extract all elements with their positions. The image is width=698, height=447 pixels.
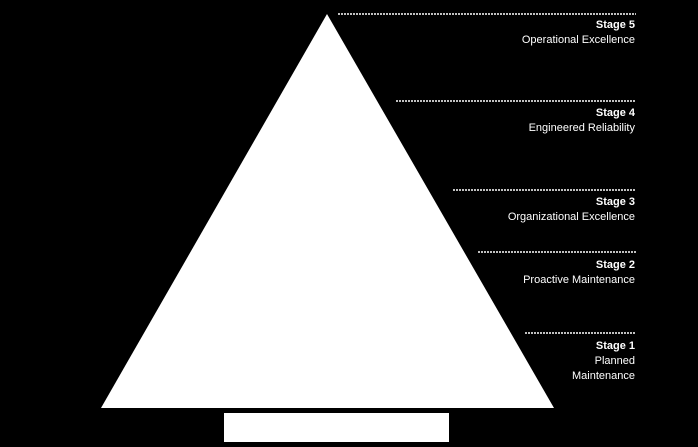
stage-2-name: Proactive Maintenance — [523, 274, 635, 286]
stage-1-name: Planned Maintenance — [572, 355, 635, 382]
stage-3-number: Stage 3 — [595, 196, 635, 208]
stage-2-label: Stage 2 Proactive Maintenance — [523, 258, 635, 288]
stage-3-name: Organizational Excellence — [507, 211, 635, 223]
stage-3-label: Stage 3 Organizational Excellence — [508, 195, 635, 225]
stage-1-label: Stage 1 Planned Maintenance — [572, 339, 635, 384]
pyramid-base-bar — [224, 413, 449, 442]
stage-5-label: Stage 5 Operational Excellence — [522, 18, 635, 48]
stage-5-name: Operational Excellence — [521, 34, 635, 46]
stage-1-number: Stage 1 — [595, 340, 635, 352]
stage-4-name: Engineered Reliability — [528, 122, 635, 134]
stage-4-number: Stage 4 — [595, 107, 635, 119]
pyramid-shape — [101, 14, 554, 408]
stage-4-label: Stage 4 Engineered Reliability — [529, 106, 635, 136]
stage-2-number: Stage 2 — [595, 259, 635, 271]
stage-5-number: Stage 5 — [595, 19, 635, 31]
